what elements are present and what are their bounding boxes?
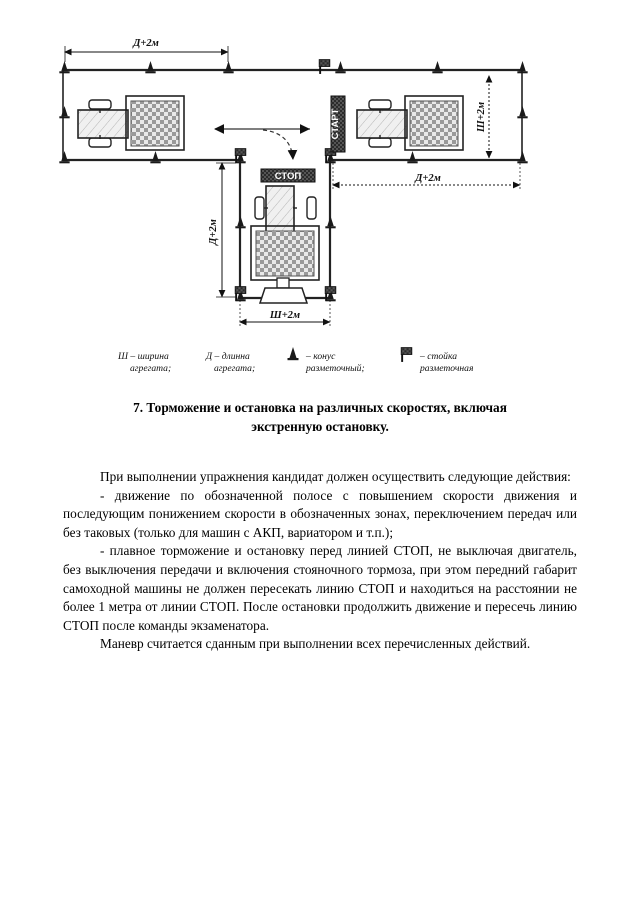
legend-item-cone: – конус: [305, 351, 336, 362]
motion-path: [214, 124, 310, 161]
legend-item-width-line2: агрегата;: [130, 363, 171, 374]
dimension-left-length: [216, 162, 236, 298]
label-bottom-width: Ш+2м: [269, 310, 300, 321]
label-top-length: Д+2м: [132, 38, 159, 49]
diagram-legend: Ш – ширина агрегата; Д – длинна агрегата…: [117, 347, 474, 374]
legend-item-cone-line2: разметочный;: [305, 363, 365, 374]
cone-icon: [287, 347, 299, 361]
vehicle-tractor-left: [77, 95, 185, 151]
body-text: При выполнении упражнения кандидат долже…: [63, 468, 577, 654]
label-middle-length: Д+2м: [414, 173, 441, 184]
dimension-bottom-width: [239, 300, 331, 327]
section-title: 7. Торможение и остановка на различных с…: [86, 398, 554, 436]
cone-icon: [325, 215, 336, 229]
cone-icon: [517, 105, 528, 119]
stop-sign-label: СТОП: [275, 171, 302, 182]
legend-item-length: Д – длинна: [205, 351, 250, 362]
label-left-length: Д+2м: [208, 219, 219, 246]
dimension-middle-length: [332, 163, 521, 190]
cone-icon: [517, 60, 528, 74]
upper-lane-boundaries: [62, 68, 523, 162]
exercise-diagram: Д+2м: [0, 0, 640, 395]
cone-icon: [150, 150, 161, 164]
dimension-top-length: [64, 46, 229, 62]
legend-item-post-line2: разметочная: [419, 363, 474, 374]
start-sign-label: СТАРТ: [330, 108, 341, 139]
paragraph-item-2: - плавное торможение и остановку перед л…: [63, 543, 577, 633]
stop-sign: СТОП: [260, 168, 316, 183]
cone-icon: [517, 150, 528, 164]
post-icon: [318, 59, 331, 75]
cone-icon: [59, 150, 70, 164]
section-title-line2: экстренную остановку.: [251, 419, 389, 434]
paragraph-conclusion: Маневр считается сданным при выполнении …: [100, 636, 531, 652]
cone-icon: [235, 215, 246, 229]
legend-item-length-line2: агрегата;: [214, 363, 255, 374]
label-right-width: Ш+2м: [476, 102, 487, 133]
start-sign: СТАРТ: [330, 95, 346, 153]
vehicle-tractor-right: [356, 95, 464, 151]
cone-icon: [223, 60, 234, 74]
section-title-line1: 7. Торможение и остановка на различных с…: [133, 400, 507, 415]
legend-item-width: Ш – ширина: [117, 351, 169, 362]
post-icon: [400, 347, 413, 363]
cone-icon: [59, 60, 70, 74]
legend-item-post: – стойка: [419, 351, 457, 362]
paragraph-intro: При выполнении упражнения кандидат долже…: [100, 469, 571, 484]
paragraph-item-1: - движение по обозначенной полосе с повы…: [63, 487, 577, 540]
vehicle-tractor-bottom: [250, 185, 320, 304]
cone-icon: [145, 60, 156, 74]
cone-icon: [59, 105, 70, 119]
cone-icon: [407, 150, 418, 164]
cone-icon: [335, 60, 346, 74]
cone-icon: [432, 60, 443, 74]
